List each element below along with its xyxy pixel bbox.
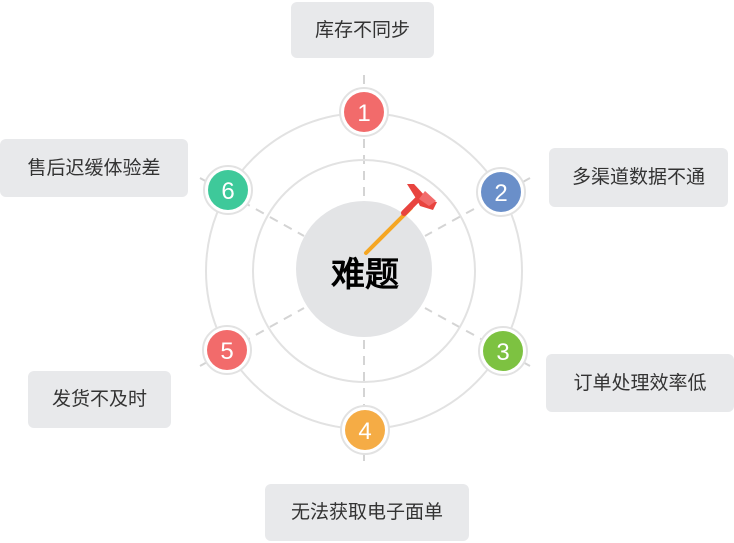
node-3-number: 3	[496, 339, 509, 366]
center-label: 难题	[331, 254, 399, 295]
node-6-number: 6	[221, 178, 234, 205]
label-node-3: 订单处理效率低	[546, 354, 734, 412]
node-4: 4	[340, 405, 390, 455]
node-2: 2	[476, 167, 526, 217]
label-node-4: 无法获取电子面单	[265, 484, 469, 541]
node-2-badge	[481, 172, 521, 212]
node-6: 6	[203, 165, 253, 215]
node-6-badge	[208, 170, 248, 210]
node-1-badge	[344, 92, 384, 132]
node-1: 1	[339, 87, 389, 137]
label-node-1: 库存不同步	[291, 2, 434, 58]
dart-icon	[364, 184, 437, 255]
node-4-number: 4	[358, 418, 371, 445]
label-node-6: 售后迟缓体验差	[0, 139, 188, 197]
node-5: 5	[202, 325, 252, 375]
node-3-badge	[483, 331, 523, 371]
node-1-number: 1	[357, 100, 370, 127]
label-node-5: 发货不及时	[28, 371, 171, 428]
inner-ring	[252, 159, 476, 383]
node-5-number: 5	[220, 338, 233, 365]
label-node-2: 多渠道数据不通	[549, 148, 728, 207]
node-5-badge	[207, 330, 247, 370]
node-4-badge	[345, 410, 385, 450]
node-3: 3	[478, 326, 528, 376]
node-2-number: 2	[494, 180, 507, 207]
center-disc	[296, 201, 432, 337]
